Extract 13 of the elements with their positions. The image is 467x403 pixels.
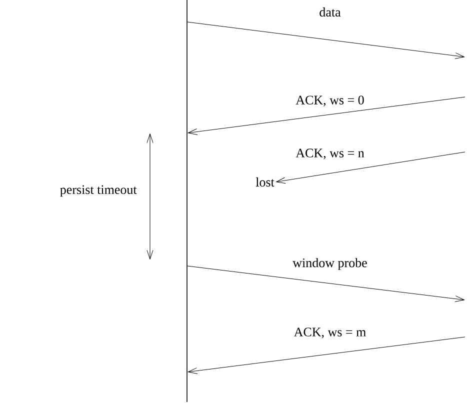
arrow (188, 336, 466, 374)
edge-label: data (318, 6, 342, 18)
arrow (276, 152, 466, 184)
arrow (187, 266, 464, 302)
arrow (188, 96, 466, 135)
edge-label: ACK, ws = m (292, 326, 368, 340)
edge-label: window probe (292, 257, 368, 271)
node-text: lost (256, 177, 274, 187)
arrow (187, 22, 464, 59)
edge-label: ACK, ws = 0 (294, 94, 366, 108)
timeline (186, 0, 188, 402)
edge-label: ACK, ws = n (294, 148, 366, 160)
dimension-label: persist timeout (60, 185, 137, 197)
